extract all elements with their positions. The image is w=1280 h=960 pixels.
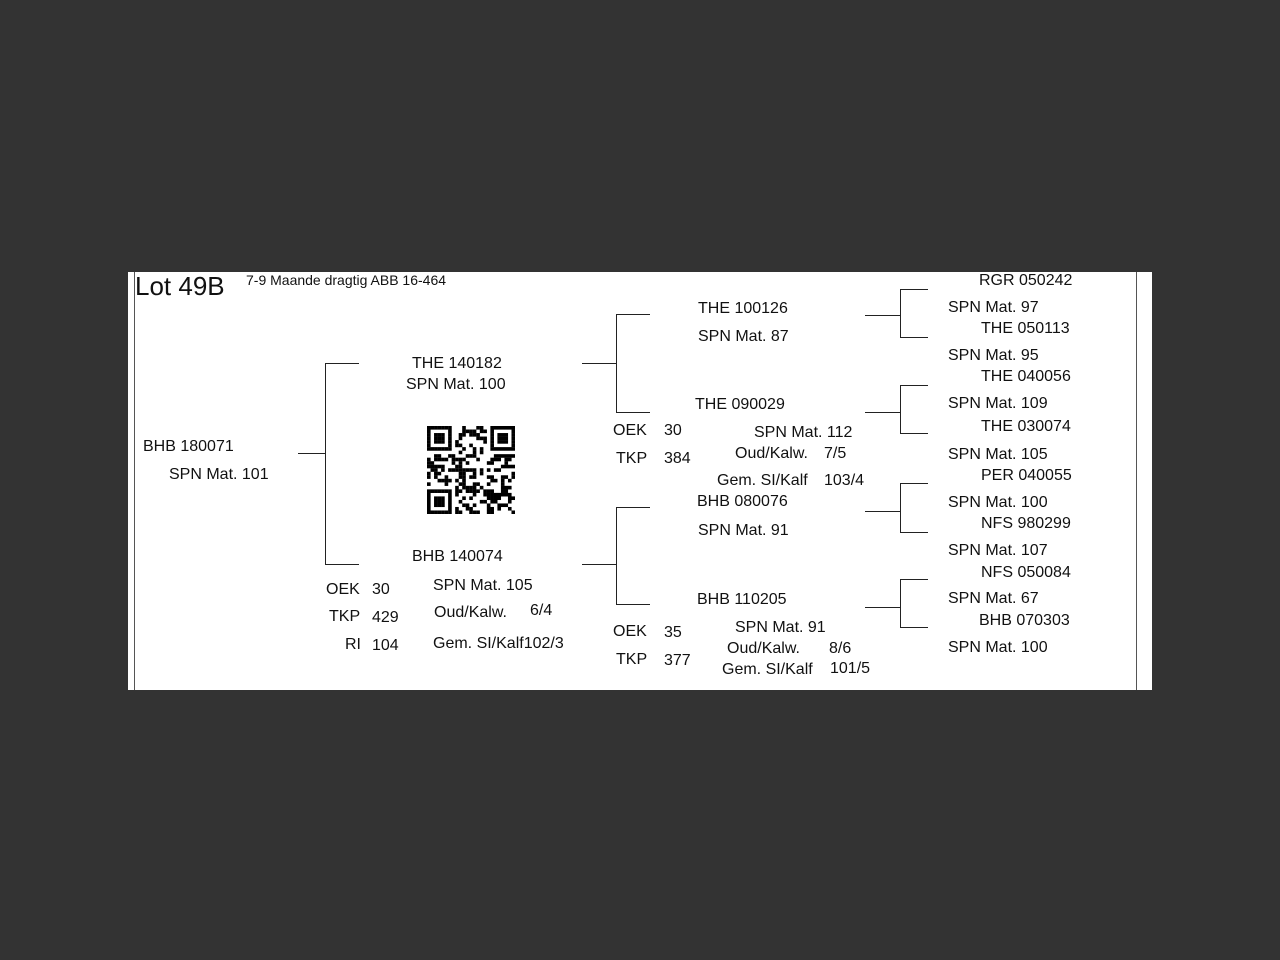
- connector-line: [900, 433, 928, 434]
- ggp-id: THE 040056: [981, 368, 1071, 385]
- dam-oud-label: Oud/Kalw.: [434, 604, 507, 621]
- sire-dam-oud-value: 7/5: [824, 445, 847, 462]
- sire-sire-spn: SPN Mat. 87: [698, 328, 789, 345]
- dam-gem: Gem. SI/Kalf102/3: [433, 635, 564, 652]
- left-border: [134, 272, 135, 690]
- connector-line: [325, 363, 359, 364]
- connector-line: [865, 607, 900, 608]
- connector-line: [900, 289, 901, 338]
- dam-dam-oek-label: OEK: [613, 623, 647, 640]
- connector-line: [616, 314, 617, 413]
- connector-line: [900, 627, 928, 628]
- connector-line: [900, 483, 901, 533]
- connector-line: [582, 363, 616, 364]
- qr-code-icon: [427, 426, 516, 515]
- dam-dam-oud-label: Oud/Kalw.: [727, 640, 800, 657]
- ggp-id: NFS 980299: [981, 515, 1071, 532]
- connector-line: [900, 385, 928, 386]
- ggp-spn: SPN Mat. 109: [948, 395, 1048, 412]
- connector-line: [900, 483, 928, 484]
- sire-dam-oek-value: 30: [664, 422, 682, 439]
- dam-dam-id: BHB 110205: [697, 591, 787, 608]
- sire-dam-oek-label: OEK: [613, 422, 647, 439]
- connector-line: [616, 314, 650, 315]
- dam-oek-label: OEK: [326, 581, 360, 598]
- dam-dam-gem-label: Gem. SI/Kalf: [722, 661, 813, 678]
- sire-dam-gem-value: 103/4: [824, 472, 865, 489]
- connector-line: [325, 564, 359, 565]
- dam-dam-oek-value: 35: [664, 624, 682, 641]
- right-border: [1136, 272, 1137, 690]
- sire-sire-id: THE 100126: [698, 300, 788, 317]
- connector-line: [900, 579, 928, 580]
- sire-dam-tkp-label: TKP: [616, 450, 648, 467]
- connector-line: [582, 564, 616, 565]
- pedigree-card: Lot 49B 7-9 Maande dragtig ABB 16-464 BH…: [128, 272, 1152, 690]
- ggp-spn: SPN Mat. 105: [948, 446, 1048, 463]
- dam-sire-id: BHB 080076: [697, 493, 788, 510]
- ggp-spn: SPN Mat. 100: [948, 494, 1048, 511]
- ggp-id: THE 030074: [981, 418, 1071, 435]
- connector-line: [616, 604, 650, 605]
- lot-title: Lot 49B: [135, 271, 225, 301]
- sire-dam-gem-label: Gem. SI/Kalf: [717, 472, 808, 489]
- sire-spn: SPN Mat. 100: [406, 376, 506, 393]
- dam-tkp-label: TKP: [329, 608, 361, 625]
- dam-sire-spn: SPN Mat. 91: [698, 522, 789, 539]
- ggp-spn: SPN Mat. 95: [948, 347, 1039, 364]
- ggp-id: BHB 070303: [979, 612, 1070, 629]
- ggp-spn: SPN Mat. 67: [948, 590, 1039, 607]
- sire-dam-tkp-value: 384: [664, 450, 691, 467]
- dam-spn: SPN Mat. 105: [433, 577, 533, 594]
- sire-dam-id: THE 090029: [695, 396, 785, 413]
- ggp-spn: SPN Mat. 107: [948, 542, 1048, 559]
- dam-dam-gem-value: 101/5: [830, 660, 871, 677]
- connector-line: [865, 315, 900, 316]
- ggp-id: PER 040055: [981, 467, 1072, 484]
- dam-tkp-value: 429: [372, 609, 399, 626]
- connector-line: [900, 579, 901, 628]
- connector-line: [616, 507, 650, 508]
- dam-oud-value: 6/4: [530, 602, 553, 619]
- ggp-id: RGR 050242: [979, 272, 1073, 289]
- lot-description: 7-9 Maande dragtig ABB 16-464: [246, 272, 447, 288]
- dam-dam-tkp-value: 377: [664, 652, 691, 669]
- connector-line: [865, 412, 900, 413]
- sire-id: THE 140182: [412, 355, 502, 372]
- connector-line: [616, 507, 617, 605]
- connector-line: [325, 363, 326, 565]
- dam-dam-tkp-label: TKP: [616, 651, 648, 668]
- animal-id: BHB 180071: [143, 438, 234, 455]
- dam-dam-spn: SPN Mat. 91: [735, 619, 826, 636]
- ggp-spn: SPN Mat. 97: [948, 299, 1039, 316]
- ggp-id: THE 050113: [981, 320, 1070, 337]
- animal-spn: SPN Mat. 101: [169, 466, 269, 483]
- connector-line: [900, 337, 928, 338]
- connector-line: [900, 289, 928, 290]
- ggp-id: NFS 050084: [981, 564, 1071, 581]
- connector-line: [616, 412, 650, 413]
- dam-id: BHB 140074: [412, 548, 503, 565]
- sire-dam-oud-label: Oud/Kalw.: [735, 445, 808, 462]
- ggp-spn: SPN Mat. 100: [948, 639, 1048, 656]
- dam-ri-value: 104: [372, 637, 399, 654]
- dam-dam-oud-value: 8/6: [829, 640, 852, 657]
- left-margin: [128, 272, 134, 690]
- connector-line: [900, 532, 928, 533]
- connector-line: [298, 453, 325, 454]
- connector-line: [865, 511, 900, 512]
- sire-dam-spn: SPN Mat. 112: [754, 424, 853, 441]
- dam-oek-value: 30: [372, 581, 390, 598]
- dam-ri-label: RI: [345, 636, 361, 653]
- connector-line: [900, 385, 901, 434]
